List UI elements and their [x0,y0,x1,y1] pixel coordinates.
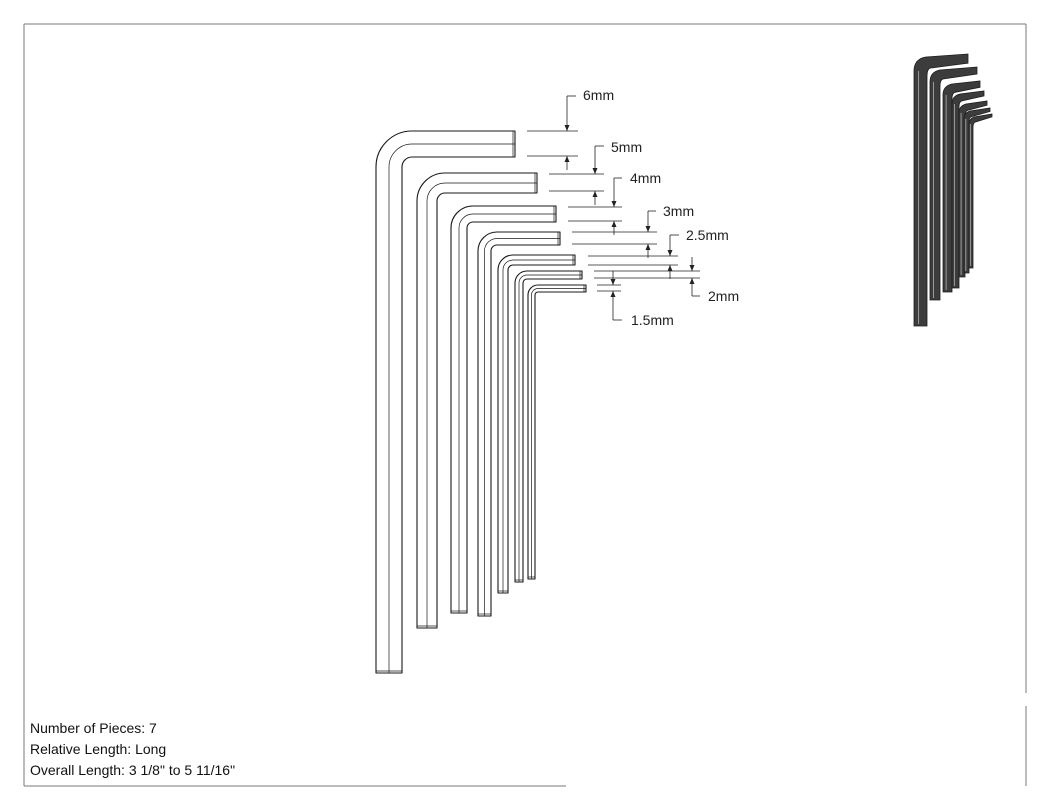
spec-overall-length: Overall Length: 3 1/8" to 5 11/16" [30,762,235,778]
dim-label-2mm: 2mm [708,288,739,304]
dimension-callout-5mm [549,145,604,205]
dimension-callout-4mm [568,177,622,235]
dimension-callout-2mm [594,257,700,297]
spec-relative-length: Relative Length: Long [30,741,166,757]
dimension-labels: 6mm 5mm 4mm 3mm 2.5mm 2mm 1.5mm [583,87,739,328]
dimension-callout-2-5mm [588,234,679,279]
dim-label-3mm: 3mm [663,203,694,219]
thumbnail-key-2mm [963,107,991,274]
dimension-callout-1-5mm [597,271,622,321]
sheet-frame [23,23,1027,787]
dim-label-5mm: 5mm [611,139,642,155]
dimension-callouts [527,95,700,321]
dim-label-2-5mm: 2.5mm [686,227,729,243]
hex-key-6mm [375,130,516,674]
dimension-callout-6mm [527,95,578,170]
thumbnail-key-4mm [942,80,981,293]
hex-key-2-5mm [497,254,576,594]
hex-key-2mm [514,270,583,583]
hex-key-1-5mm [527,284,587,580]
dim-label-6mm: 6mm [583,87,614,103]
specification-block: Number of Pieces: 7 Relative Length: Lon… [30,720,235,778]
hex-key-3mm [477,231,561,617]
hex-key-4mm [450,205,557,614]
spec-number-of-pieces: Number of Pieces: 7 [30,720,157,736]
thumbnail-key-1-5mm [968,113,993,269]
dim-label-4mm: 4mm [630,170,661,186]
thumbnail-key-5mm [929,66,978,301]
hex-key-set [375,130,587,674]
dimension-callout-3mm [572,210,657,258]
dim-label-1-5mm: 1.5mm [631,312,674,328]
hex-key-5mm [416,172,538,629]
hex-key-thumbnail [913,53,993,327]
thumbnail-key-6mm [913,53,969,327]
thumbnail-key-3mm [951,90,985,289]
